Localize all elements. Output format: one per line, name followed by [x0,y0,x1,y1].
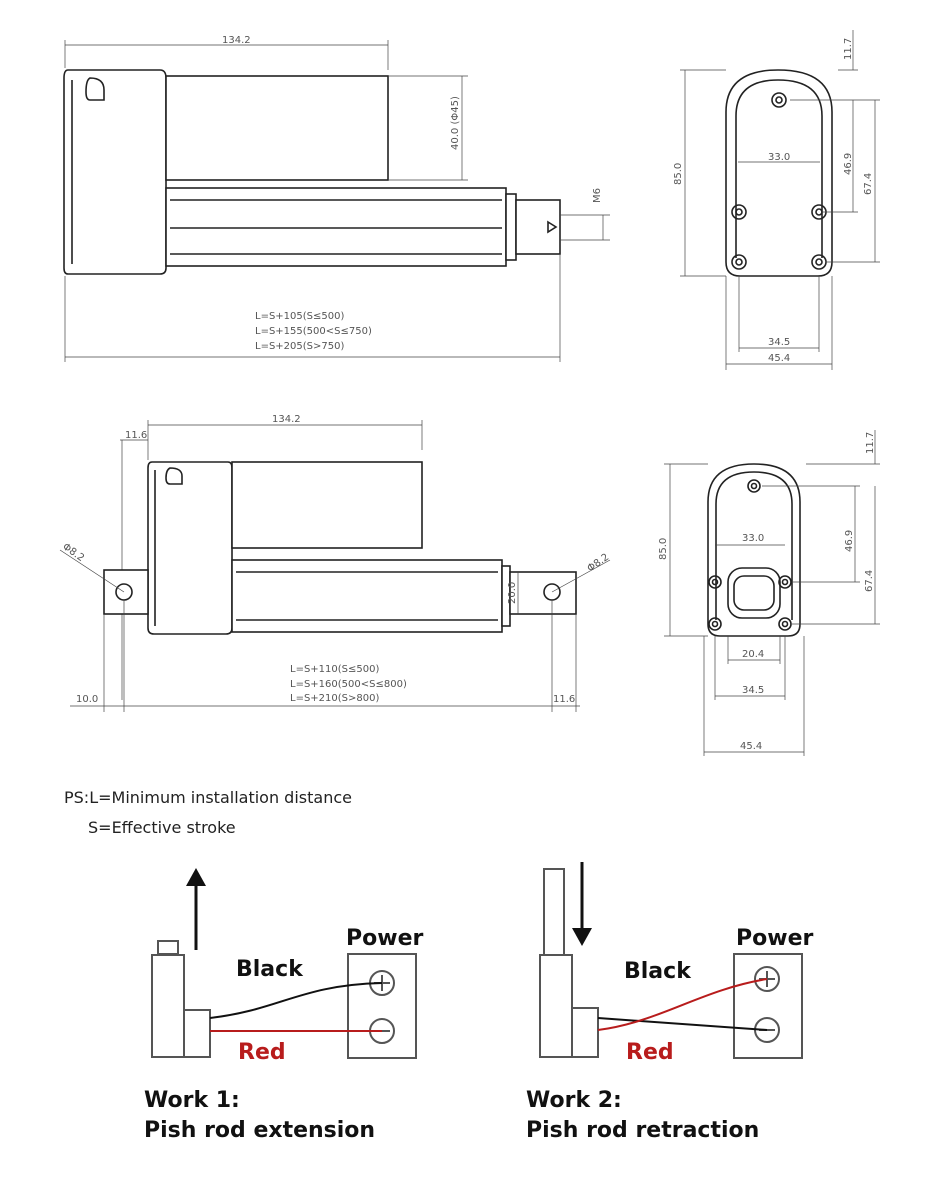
w2-red-label: Red [626,1040,674,1065]
rear-clevis [103,569,149,615]
dim-motor: 40.0 (Φ45) [450,96,461,150]
top-side-view: 134.2 M6 40.0 (Φ45) L=S+105(S≤500) L=S+1… [63,35,610,362]
dim-rear-hole: Φ8.2 [60,541,86,564]
black-wire [209,982,383,1019]
dim-front-hole: Φ8.2 [585,552,611,575]
dim-hole-h-2: 33.0 [742,533,764,544]
dim-front-offset: 11.6 [553,694,575,705]
end-housing-outline [725,69,833,277]
dim-hole-h: 33.0 [768,152,790,163]
top-end-view: 85.0 11.7 33.0 46.9 67.4 34.5 45.4 [673,30,880,370]
rod-end [515,199,561,255]
work1-title: Work 1: [144,1088,240,1113]
dim-top-offset: 11.7 [843,38,854,60]
dim-bottom-2: 34.5 [742,685,764,696]
screw-cap [85,77,105,101]
dim-top-offset-2: 11.7 [865,432,876,454]
work2-subtitle: Pish rod retraction [526,1118,760,1143]
motor-body [165,75,389,181]
bottom-side-view: 134.2 11.6 Φ8.2 Φ8.2 20.0 L=S+110(S≤500 [59,414,611,712]
work2-diagram: Power Black Red [539,862,813,1065]
dim-end-height: 85.0 [673,163,684,185]
formula-2: L=S+155(500<S≤750) [255,326,372,337]
work2-caption: Work 2: Pish rod retraction [526,1086,759,1146]
dim-bottom: 34.5 [768,337,790,348]
work1-caption: Work 1: Pish rod extension [144,1086,375,1146]
formula-3: L=S+205(S>750) [255,341,344,352]
w2-power-label: Power [736,926,813,951]
formula-b1: L=S+110(S≤500) [290,664,379,675]
dim-width: 45.4 [768,353,790,364]
rod-eye [509,571,577,615]
dim-bottom-length: 134.2 [272,414,301,425]
dim-v2: 67.4 [863,173,874,195]
formula-b2: L=S+160(500<S≤800) [290,679,407,690]
w1-power-label: Power [346,926,423,951]
dim-width-2: 45.4 [740,741,762,752]
motor-housing [63,69,167,275]
work1-subtitle: Pish rod extension [144,1118,376,1143]
work1-diagram: Power Black Red [151,868,423,1065]
w2-black-label: Black [624,959,692,984]
outer-tube [165,187,507,267]
end-housing-outline-2 [707,463,801,637]
formula-b3: L=S+210(S>800) [290,693,379,704]
w1-red-label: Red [238,1040,286,1065]
dim-rear-offset: 11.6 [125,430,147,441]
motor-housing-2 [147,461,233,635]
formula-1: L=S+105(S≤500) [255,311,344,322]
bottom-end-view: 85.0 11.7 33.0 46.9 67.4 20.4 34.5 45.4 [658,430,880,756]
outer-tube-2 [231,559,503,633]
actuator-body [151,954,185,1058]
red-wire-2 [597,978,768,1031]
note-line-2: S=Effective stroke [88,818,236,837]
dim-inner-width: 20.4 [742,649,764,660]
dim-v1-2: 46.9 [844,530,855,552]
black-wire-2 [597,1017,768,1031]
dim-rod-height: 20.0 [507,582,518,604]
dim-v1: 46.9 [843,153,854,175]
motor-body-2 [231,461,423,549]
dim-end-height-2: 85.0 [658,538,669,560]
actuator-body-2 [539,954,573,1058]
dim-m6: M6 [592,188,603,203]
dim-rear-clevis: 10.0 [76,694,98,705]
arrow-down-icon [572,928,592,946]
note-line-1: PS:L=Minimum installation distance [64,788,352,807]
arrow-up-icon [186,868,206,886]
dim-top-length: 134.2 [222,35,251,46]
work2-title: Work 2: [526,1088,622,1113]
w1-black-label: Black [236,957,304,982]
dim-v2-2: 67.4 [864,570,875,592]
